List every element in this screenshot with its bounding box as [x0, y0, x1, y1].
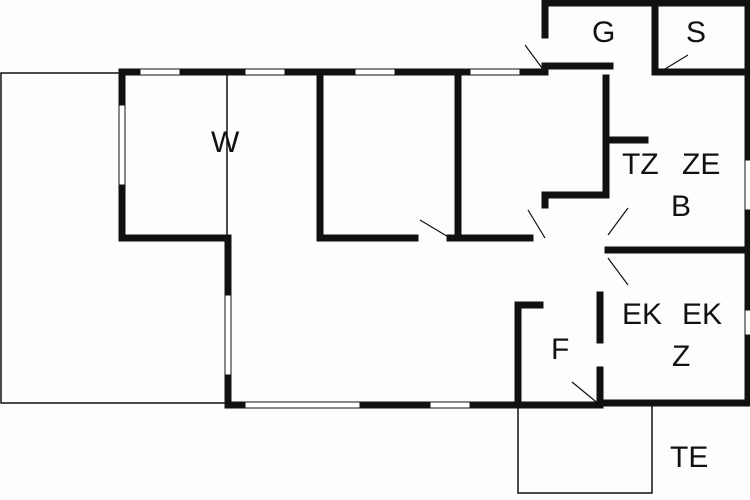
door-swing [527, 209, 546, 239]
room-label-b: B [671, 190, 692, 223]
window [744, 159, 750, 211]
door-swing [607, 207, 629, 236]
room-label-s: S [686, 16, 707, 49]
door-swings [419, 44, 689, 406]
room-label-ze: ZE [682, 148, 721, 181]
room-label-z: Z [672, 340, 691, 373]
door-swing [524, 44, 546, 73]
window [354, 68, 396, 76]
terrace-bottom [517, 404, 653, 494]
room-label-g: G [592, 16, 616, 49]
walls [118, 0, 750, 409]
door-swing [419, 219, 451, 239]
window [244, 68, 286, 76]
outer-wall [118, 68, 750, 409]
interior-walls [316, 74, 749, 409]
window [744, 309, 750, 336]
window [139, 68, 181, 76]
door-swing [571, 381, 601, 406]
window [244, 401, 361, 409]
window [429, 401, 471, 409]
window [118, 104, 126, 186]
room-label-w: W [211, 126, 240, 159]
room-label-ek-2: EK [682, 298, 723, 331]
window [224, 294, 232, 376]
room-label-tz: TZ [622, 148, 659, 181]
storage-walls [541, 0, 750, 76]
room-label-f: F [551, 333, 570, 366]
door-swing [659, 54, 689, 73]
door-swing [607, 257, 629, 286]
window [469, 68, 521, 76]
thin-outlines [0, 72, 653, 494]
room-label-ek-1: EK [622, 298, 663, 331]
room-label-te: TE [670, 441, 709, 474]
windows [118, 68, 750, 409]
